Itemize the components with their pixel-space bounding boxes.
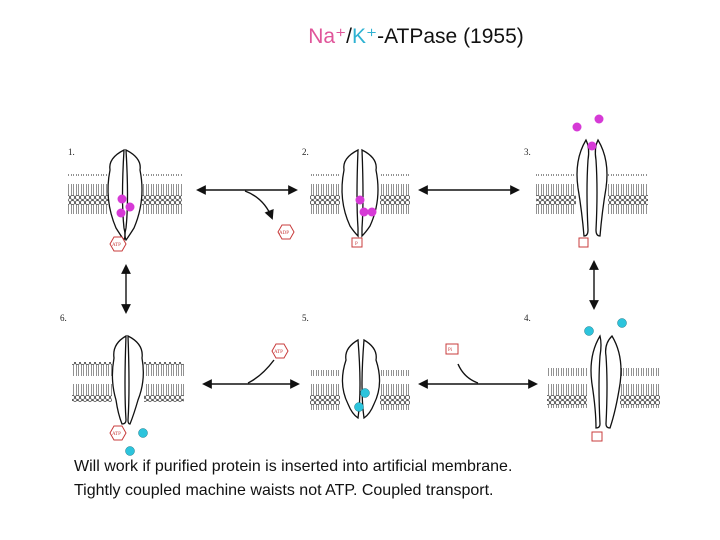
caption-line-1: Will work if purified protein is inserte… [74,458,513,475]
title-sodium: Na⁺ [308,25,347,48]
step-number: 6. [60,313,67,323]
membrane-left [310,174,340,214]
panel-3: 3. [524,114,648,248]
atp-tag [271,343,289,359]
membrane-left [72,362,112,402]
potassium-ion [125,446,135,456]
panel-2: 2. P [302,147,410,248]
atp-tag [109,236,127,252]
step-number: 3. [524,147,531,157]
panel-6: 6. ATP [60,313,184,456]
pump-protein [111,334,144,425]
step-number: 2. [302,147,309,157]
phosphate-label: P [355,242,358,247]
phosphate-tag [591,431,603,442]
pump-protein [341,148,379,238]
sodium-ion [359,207,369,217]
membrane-left [547,368,587,408]
sodium-ion [572,122,582,132]
sodium-ion [125,202,135,212]
arrow-atp-binding [247,359,275,384]
membrane-left [536,174,576,214]
atp-label: ATP [274,350,283,355]
membrane-right [380,370,410,410]
adp-tag [277,224,295,240]
empty-site-tag [578,237,589,248]
panel-1: 1. ATP [68,147,182,252]
potassium-ion [584,326,594,336]
potassium-ion [354,402,364,412]
title-rest: -ATPase (1955) [377,25,524,48]
step-number: 5. [302,313,309,323]
potassium-ion [617,318,627,328]
pi-tag [445,343,459,355]
sodium-ion [367,207,377,217]
slide-title: Na⁺/K⁺-ATPase (1955) [0,24,720,49]
membrane-left [310,370,340,410]
membrane-right [380,174,410,214]
title-slash: / [346,25,352,48]
sodium-ion [116,208,126,218]
sodium-ion [587,141,597,151]
sodium-ion [594,114,604,124]
arrow-adp-release [244,190,274,220]
sodium-ion [355,195,365,205]
pump-protein [576,138,608,237]
potassium-ion [360,388,370,398]
membrane-right [620,368,660,408]
caption: Will work if purified protein is inserte… [74,455,512,503]
adp-label: ADP [279,231,289,236]
cycle-arrows [121,185,599,389]
phosphate-tag [351,237,363,248]
pump-protein [341,338,381,420]
panel-4: 4. [524,313,660,442]
atp-label: ATP [112,243,121,248]
title-potassium: K⁺ [352,25,378,48]
step-number: 4. [524,313,531,323]
pi-label: Pi [448,348,453,353]
pump-protein [107,148,143,242]
atp-label: ATP [112,432,121,437]
caption-line-2: Tightly coupled machine waists not ATP. … [74,482,494,499]
membrane-right [142,174,182,214]
panel-5: 5. [302,313,410,420]
atp-tag [109,425,127,441]
membrane-right [144,362,184,402]
step-number: 1. [68,147,75,157]
membrane-left [68,174,108,214]
pump-protein [590,334,622,429]
sodium-ion [117,194,127,204]
potassium-ion [138,428,148,438]
arrow-pi-release [457,363,479,384]
membrane-right [608,174,648,214]
